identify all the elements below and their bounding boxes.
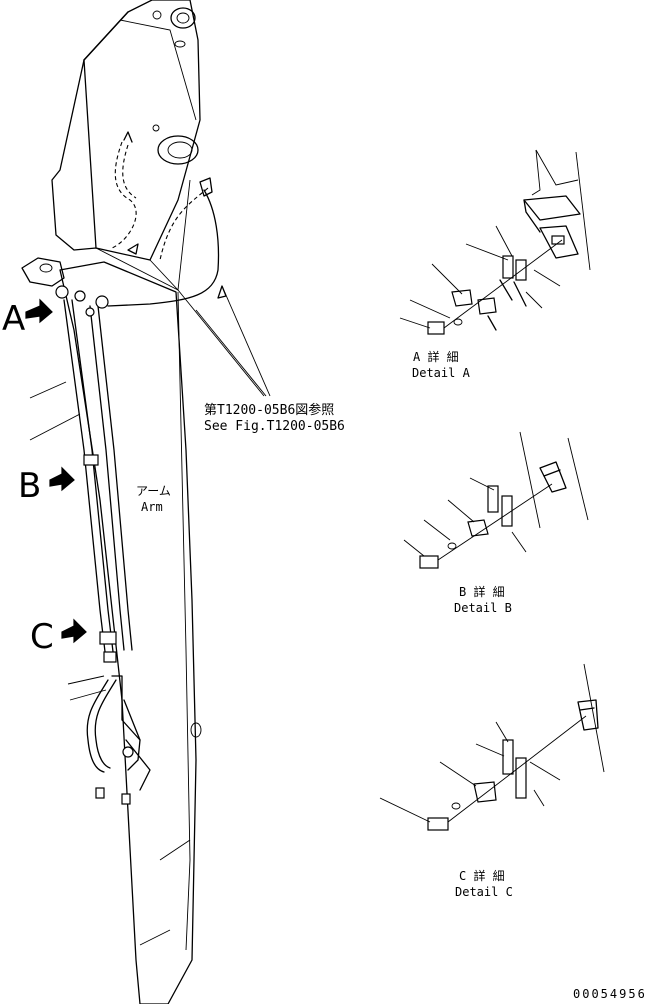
- reference-leaders: [127, 243, 271, 397]
- detail-c-title-jp: C 詳 細: [459, 868, 505, 883]
- detail-b-title-jp: B 詳 細: [459, 584, 505, 599]
- callout-label-a: A: [2, 299, 25, 339]
- detail-a-title-en: Detail A: [412, 366, 471, 380]
- detail-a-title-jp: A 詳 細: [413, 349, 459, 364]
- reference-label-jp: 第T1200-05B6図参照: [204, 402, 334, 418]
- arm-drawing: [21, 0, 220, 1004]
- callout-arrow-b: [49, 466, 75, 492]
- detail-c-drawing: [379, 663, 605, 831]
- detail-b-title-en: Detail B: [454, 601, 512, 615]
- callout-arrow-a: [25, 298, 53, 324]
- detail-b-drawing: [403, 431, 589, 569]
- leader-lines-left: [29, 381, 107, 701]
- detail-c-title-en: Detail C: [455, 885, 513, 899]
- arm-label-jp: アーム: [136, 484, 171, 498]
- drawing-number: 00054956: [573, 987, 647, 1001]
- arm-label-en: Arm: [141, 500, 163, 514]
- callout-arrow-c: [61, 618, 87, 644]
- detail-a-drawing: [399, 149, 591, 335]
- callout-label-b: B: [18, 466, 41, 506]
- callout-label-c: C: [30, 617, 54, 657]
- reference-label-en: See Fig.T1200-05B6: [204, 419, 345, 434]
